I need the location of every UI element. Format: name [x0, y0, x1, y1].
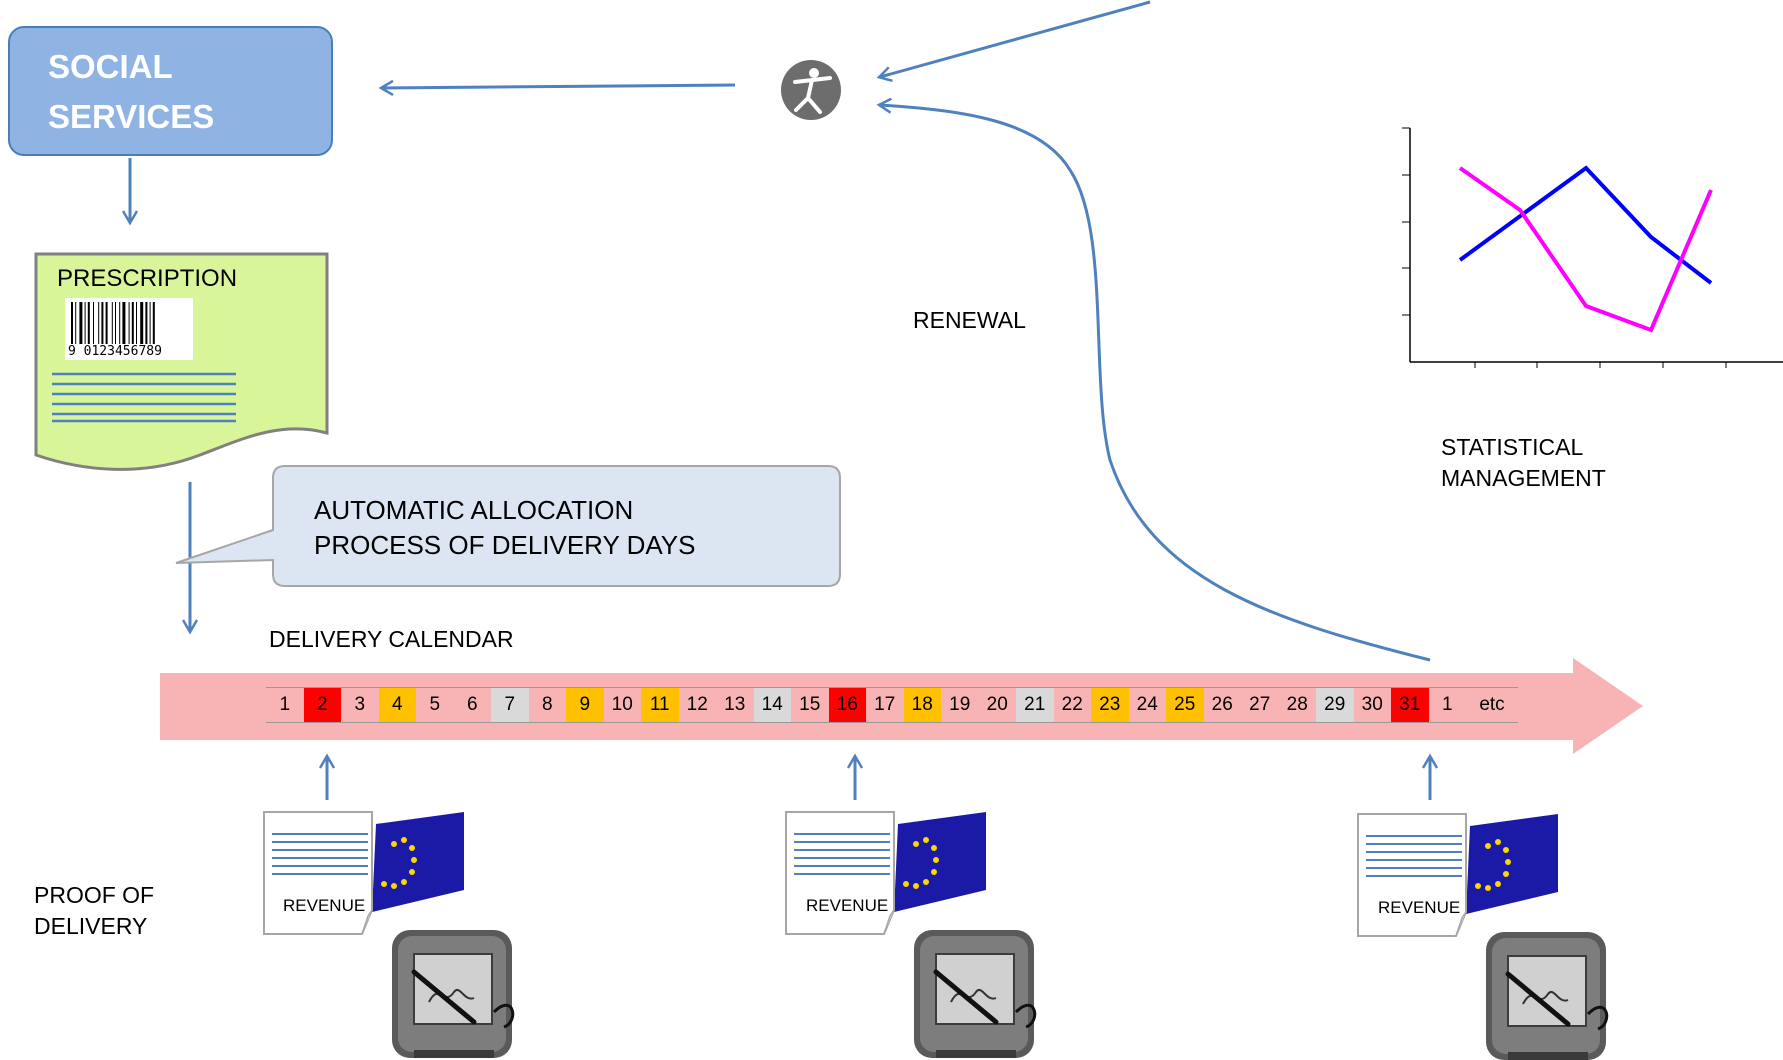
calendar-day-32[interactable]: 1 — [1441, 694, 1453, 715]
calendar-day-11[interactable]: 11 — [641, 688, 679, 722]
stat-line-pink — [1458, 166, 1713, 333]
calendar-day-30[interactable]: 30 — [1361, 694, 1383, 715]
calendar-day-16[interactable]: 16 — [828, 688, 866, 722]
barcode-bar — [79, 302, 83, 344]
barcode-bar — [105, 302, 108, 344]
barcode-bar — [140, 302, 144, 344]
calendar-day-3[interactable]: 3 — [354, 694, 366, 715]
barcode-bar — [152, 302, 155, 344]
calendar-day-14[interactable]: 14 — [753, 688, 791, 722]
renewal-label: RENEWAL — [913, 307, 1026, 333]
delivery-calendar-label: DELIVERY CALENDAR — [269, 626, 514, 652]
barcode-number: 9 0123456789 — [66, 344, 164, 359]
barcode-bar — [128, 302, 130, 344]
calendar-day-13[interactable]: 13 — [724, 694, 746, 715]
calendar-day-29[interactable]: 29 — [1316, 688, 1354, 722]
barcode-bar — [149, 302, 151, 344]
eu-flag-icon — [1466, 814, 1558, 914]
proof-of-delivery-label: PROOF OF DELIVERY — [34, 880, 154, 942]
calendar-day-5[interactable]: 5 — [429, 694, 441, 715]
calendar-day-24[interactable]: 24 — [1136, 694, 1158, 715]
barcode-bar — [136, 302, 137, 344]
revenue-document-icon — [785, 811, 895, 935]
eu-flag-icon — [894, 812, 986, 912]
calendar-day-28[interactable]: 28 — [1286, 694, 1308, 715]
calendar-day-25[interactable]: 25 — [1166, 688, 1204, 722]
calendar-day-10[interactable]: 10 — [611, 694, 633, 715]
calendar-band — [160, 658, 1643, 754]
revenue-label-2: REVENUE — [806, 896, 889, 915]
calendar-day-27[interactable]: 27 — [1249, 694, 1271, 715]
allocation-bubble-text: AUTOMATIC ALLOCATION PROCESS OF DELIVERY… — [314, 493, 695, 563]
allocation-bubble — [175, 465, 841, 587]
signature-pad-icon — [392, 930, 515, 1058]
proof-line2: DELIVERY — [34, 913, 148, 939]
calendar-day-6[interactable]: 6 — [466, 694, 478, 715]
signature-pad-icon — [914, 930, 1037, 1058]
person-to-social-arrow — [382, 85, 736, 88]
barcode-bar — [122, 302, 126, 344]
signature-pad-icon — [1486, 932, 1609, 1060]
barcode-bar — [119, 302, 121, 344]
social-services-line2: SERVICES — [48, 98, 215, 135]
barcode-bar — [101, 302, 104, 344]
calendar-day-33[interactable]: etc — [1479, 694, 1505, 715]
social-services-line1: SOCIAL — [48, 48, 173, 85]
calendar-day-12[interactable]: 12 — [686, 694, 708, 715]
calendar-day-21[interactable]: 21 — [1016, 688, 1054, 722]
calendar-day-18[interactable]: 18 — [903, 688, 941, 722]
calendar-day-26[interactable]: 26 — [1211, 694, 1233, 715]
barcode-bar — [84, 302, 86, 344]
calendar-day-7[interactable]: 7 — [491, 688, 529, 722]
incoming-top-arrow — [880, 0, 1151, 77]
barcode-bar — [145, 302, 148, 344]
proof-group-3 — [1357, 813, 1609, 1060]
statistics-chart — [1402, 127, 1783, 368]
barcode-bar — [98, 302, 100, 344]
statistical-management-label: STATISTICAL MANAGEMENT — [1441, 432, 1606, 494]
barcode-bar — [115, 302, 116, 344]
allocation-line1: AUTOMATIC ALLOCATION — [314, 495, 634, 525]
calendar-day-31[interactable]: 31 — [1391, 688, 1429, 722]
calendar-day-8[interactable]: 8 — [541, 694, 553, 715]
prescription-document — [34, 252, 329, 471]
revenue-label-3: REVENUE — [1378, 898, 1461, 917]
calendar-day-23[interactable]: 23 — [1091, 688, 1129, 722]
calendar-day-1[interactable]: 1 — [279, 694, 291, 715]
revenue-label-1: REVENUE — [283, 896, 366, 915]
calendar-day-20[interactable]: 20 — [986, 694, 1008, 715]
calendar-day-2[interactable]: 2 — [303, 688, 341, 722]
calendar-day-4[interactable]: 4 — [378, 688, 416, 722]
calendar-day-17[interactable]: 17 — [874, 694, 896, 715]
prescription-title: PRESCRIPTION — [57, 265, 238, 292]
proof-line1: PROOF OF — [34, 882, 155, 908]
proof-group-1 — [263, 811, 515, 1058]
proof-group-2 — [785, 811, 1037, 1058]
calendar-day-19[interactable]: 19 — [949, 694, 971, 715]
barcode-bar — [111, 302, 113, 344]
barcode-bar — [71, 302, 73, 344]
revenue-document-icon — [263, 811, 373, 935]
calendar-day-9[interactable]: 9 — [566, 688, 604, 722]
social-services-box[interactable]: SOCIAL SERVICES — [8, 26, 333, 156]
stat-line2: MANAGEMENT — [1441, 465, 1606, 491]
eu-flag-icon — [372, 812, 464, 912]
revenue-document-icon — [1357, 813, 1467, 937]
stat-line-blue — [1458, 165, 1713, 285]
renewal-curve-arrow — [880, 105, 1431, 662]
stat-line1: STATISTICAL — [1441, 434, 1584, 460]
barcode-bar — [93, 302, 94, 344]
calendar-day-22[interactable]: 22 — [1061, 694, 1083, 715]
allocation-line2: PROCESS OF DELIVERY DAYS — [314, 530, 696, 560]
calendar-day-15[interactable]: 15 — [799, 694, 821, 715]
barcode-bar — [75, 302, 77, 344]
barcode-bar — [87, 302, 90, 344]
accessibility-person-icon — [781, 60, 841, 120]
barcode-bar — [131, 302, 134, 344]
